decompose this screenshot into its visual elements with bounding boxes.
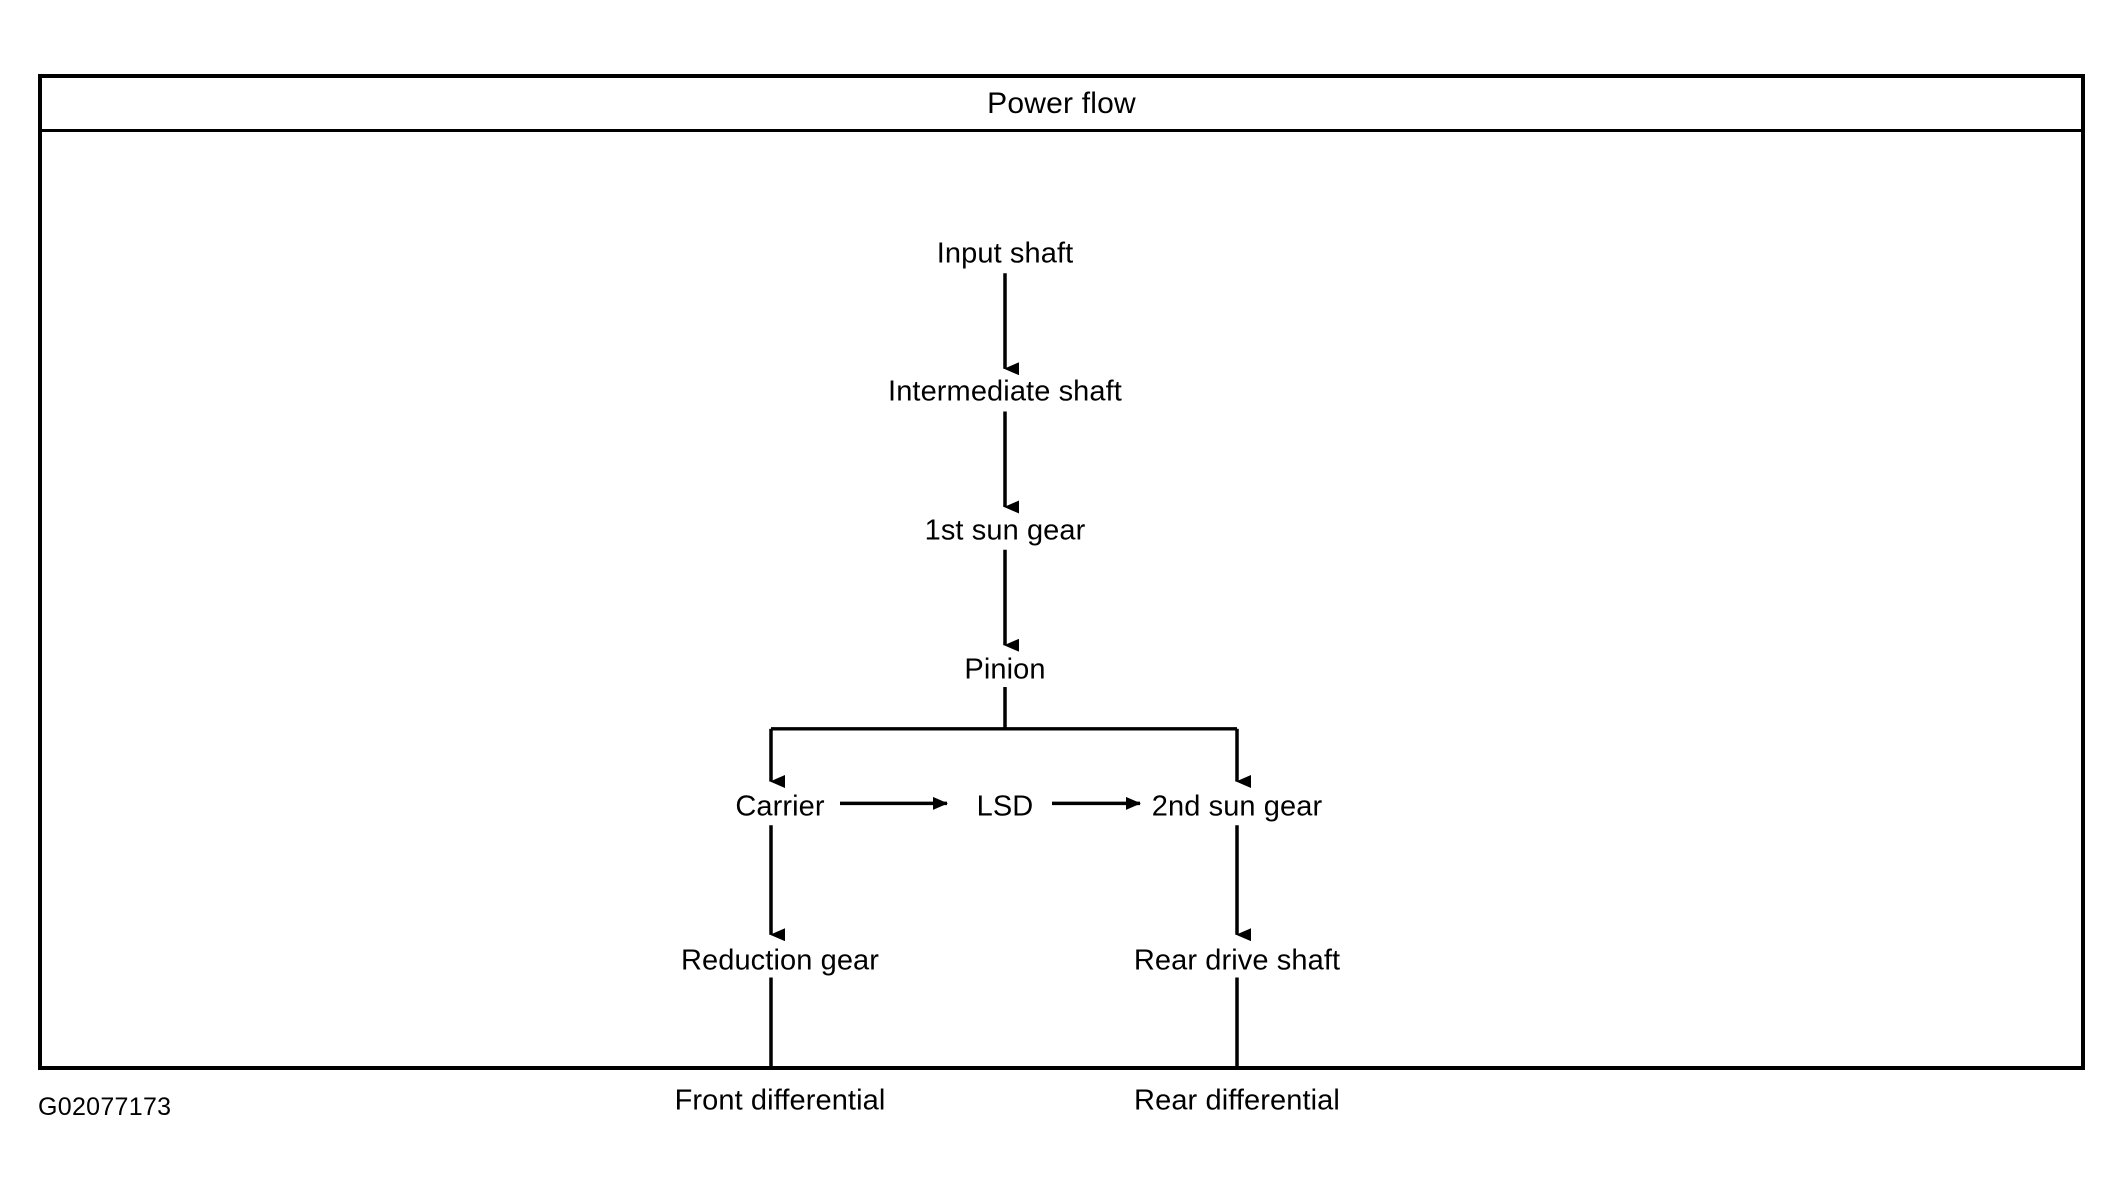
diagram-connectors	[769, 273, 1251, 1066]
figure-frame: Power flow	[38, 74, 2085, 1115]
node-input-shaft: Input shaft	[936, 237, 1074, 270]
node-pinion: Pinion	[964, 653, 1046, 686]
node-carrier: Carrier	[735, 790, 825, 823]
node-2nd-sun-gear: 2nd sun gear	[1151, 790, 1323, 823]
figure-header: Power flow	[42, 78, 2081, 132]
node-1st-sun-gear: 1st sun gear	[924, 514, 1086, 547]
node-lsd: LSD	[976, 790, 1034, 823]
node-rear-drive-shaft: Rear drive shaft	[1133, 944, 1341, 977]
node-intermediate-shaft: Intermediate shaft	[888, 375, 1122, 408]
power-flow-diagram: Input shaft Intermediate shaft 1st sun g…	[42, 132, 2081, 1115]
figure-caption: G02077173	[38, 1093, 172, 1121]
node-reduction-gear: Reduction gear	[680, 944, 880, 977]
node-front-differential: Front differential	[674, 1084, 886, 1117]
figure-title: Power flow	[987, 86, 1136, 120]
node-rear-differential: Rear differential	[1134, 1084, 1340, 1117]
